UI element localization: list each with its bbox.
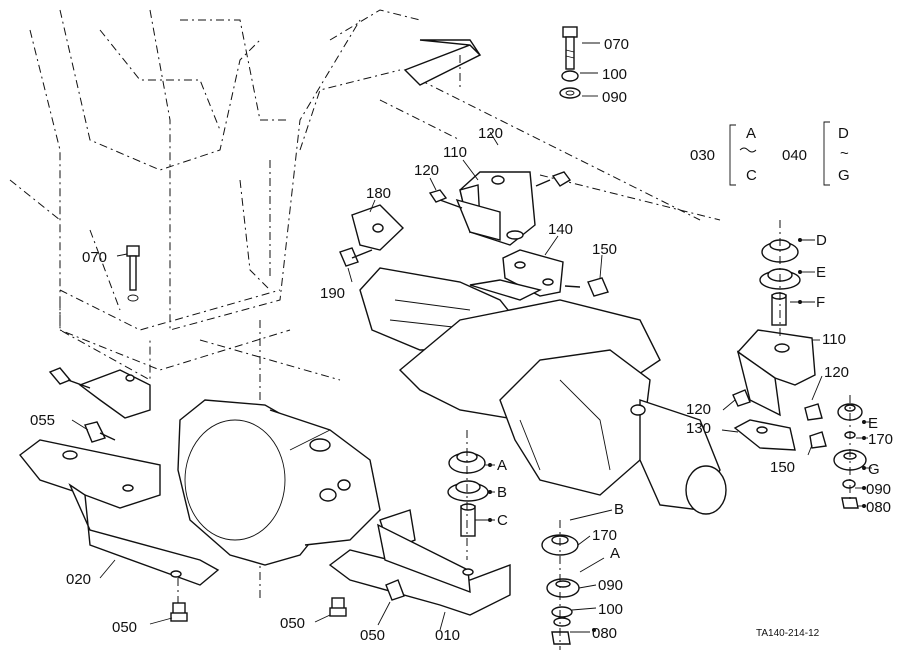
label-090-top: 090 [602, 89, 627, 106]
label-040: 040 [782, 147, 807, 164]
label-190: 190 [320, 285, 345, 302]
label-050-left: 050 [112, 619, 137, 636]
mount-bracket-110-top [428, 171, 572, 246]
label-100-top: 100 [602, 66, 627, 83]
label-070-left: 070 [82, 249, 107, 266]
label-090-right: 090 [866, 481, 891, 498]
label-130: 130 [686, 420, 711, 437]
label-B-lower: B [614, 501, 624, 518]
label-080-right: 080 [866, 499, 891, 516]
label-D: D [816, 232, 827, 249]
label-070-top: 070 [604, 36, 629, 53]
figure-code: TA140-214-12 [756, 628, 820, 639]
label-G: G [868, 461, 880, 478]
label-A-center: A [497, 457, 507, 474]
label-120-mid: 120 [686, 401, 711, 418]
label-080-lower: 080 [592, 625, 617, 642]
label-100-lower: 100 [598, 601, 623, 618]
label-040-from: D [838, 125, 849, 142]
bracket-upper-left [48, 367, 151, 443]
bell-housing [177, 399, 381, 566]
label-A-lower: A [610, 545, 620, 562]
label-055: 055 [30, 412, 55, 429]
label-020: 020 [66, 571, 91, 588]
label-120-left: 120 [414, 162, 439, 179]
transmission-housing [398, 299, 727, 515]
bolt-070-left [126, 245, 140, 302]
mount-stack-right [732, 220, 867, 509]
label-150-right: 150 [770, 459, 795, 476]
label-B-center: B [497, 484, 507, 501]
label-090-lower: 090 [598, 577, 623, 594]
label-150-top: 150 [592, 241, 617, 258]
label-030-to: C [746, 167, 757, 184]
label-170-right: 170 [868, 431, 893, 448]
label-010: 010 [435, 627, 460, 644]
label-120-top: 120 [478, 125, 503, 142]
range-bracket-030 [729, 124, 757, 186]
label-040-to: G [838, 167, 850, 184]
label-180: 180 [366, 185, 391, 202]
leader-lines [71, 42, 872, 633]
bracket-020 [19, 439, 220, 610]
label-C: C [497, 512, 508, 529]
mount-stack-lower [541, 520, 580, 650]
callout-dots [488, 238, 866, 632]
mount-stack-center [447, 430, 489, 560]
range-bracket-040 [823, 121, 830, 186]
label-050-center: 050 [280, 615, 305, 632]
label-040-tilde: ~ [840, 145, 849, 162]
bracket-180 [339, 204, 405, 267]
label-E-top: E [816, 264, 826, 281]
label-030: 030 [690, 147, 715, 164]
bracket-010 [328, 509, 511, 616]
label-030-from: A [746, 125, 756, 142]
label-170-lower: 170 [592, 527, 617, 544]
label-140: 140 [548, 221, 573, 238]
labels: 070 100 090 120 110 120 180 190 140 150 … [30, 36, 893, 644]
top-bracket [403, 39, 482, 90]
label-110-right: 110 [822, 331, 846, 348]
bolt-050-left [170, 602, 188, 622]
label-120-right: 120 [824, 364, 849, 381]
label-F: F [816, 294, 825, 311]
label-110-top: 110 [443, 144, 467, 161]
bolt-050-center [329, 597, 347, 617]
bolt-070-top [559, 26, 581, 99]
label-E-bottom: E [868, 415, 878, 432]
label-050-lower: 050 [360, 627, 385, 644]
